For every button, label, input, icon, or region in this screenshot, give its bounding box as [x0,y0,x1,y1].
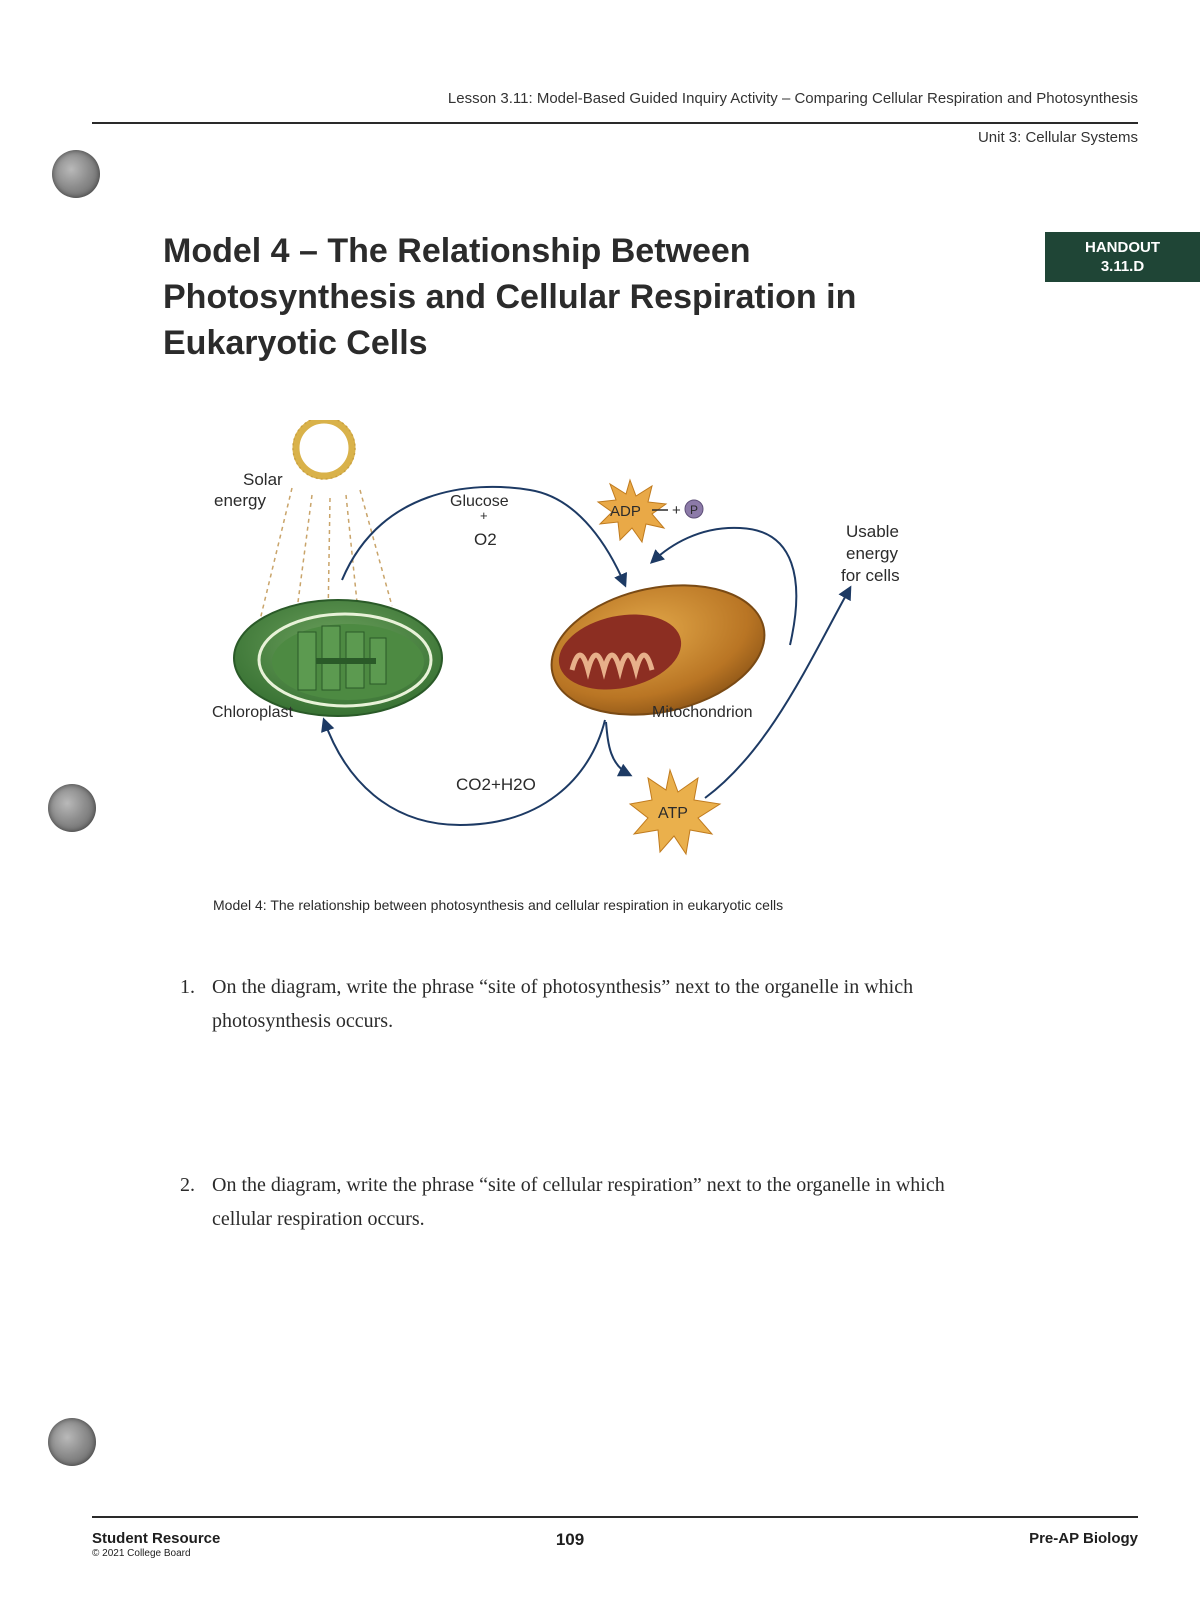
footer-resource: Student Resource © 2021 College Board [92,1530,220,1559]
binder-hole-bottom [48,1418,96,1466]
label-chloroplast: Chloroplast [212,704,293,721]
cycle-arrows [321,485,852,827]
label-co2-h2o: CO2+H2O [456,775,536,794]
question-2: 2. On the diagram, write the phrase “sit… [180,1168,980,1236]
question-2-text: On the diagram, write the phrase “site o… [212,1174,945,1230]
label-adp: ADP [610,503,641,520]
label-atp: ATP [658,805,688,822]
label-o2: O2 [474,530,497,549]
handout-badge: HANDOUT 3.11.D [1045,232,1200,282]
footer-resource-label: Student Resource [92,1530,221,1547]
header-unit: Unit 3: Cellular Systems [977,129,1138,146]
photosynthesis-respiration-diagram: Solar energy Glucose + O2 ADP + P Usable… [212,420,900,856]
label-adp-plus: + [672,502,681,519]
solar-rays [259,487,393,626]
question-1-text: On the diagram, write the phrase “site o… [212,976,914,1032]
label-solar-line1: Solar [243,470,283,489]
footer-copyright: © 2021 College Board [92,1548,191,1559]
header-lesson-title: Lesson 3.11: Model-Based Guided Inquiry … [447,90,1138,107]
label-solar-line2: energy [214,491,266,510]
footer-course: Pre-AP Biology [1029,1530,1138,1547]
handout-badge-label: HANDOUT [1085,239,1160,256]
question-1: 1. On the diagram, write the phrase “sit… [180,970,980,1038]
phosphate-icon [684,499,704,519]
binder-hole-top [52,150,100,198]
diagram-caption: Model 4: The relationship between photos… [213,897,784,913]
label-usable-line3: for cells [841,566,900,585]
label-phosphate: P [690,503,698,517]
handout-badge-number: 3.11.D [1100,258,1145,275]
sun-icon [292,420,356,480]
page-title: Model 4 – The Relationship Between Photo… [163,232,857,362]
mitochondrion-icon [550,584,766,716]
header-rule [92,122,1138,124]
label-usable-line2: energy [846,544,898,563]
adp-burst-icon [596,478,668,544]
chloroplast-icon [233,599,443,717]
page-number: 109 [555,1530,585,1549]
label-mitochondrion: Mitochondrion [652,704,753,721]
binder-hole-middle [48,784,96,832]
label-glucose-plus: + [480,508,488,523]
label-usable-line1: Usable [846,522,899,541]
label-glucose: Glucose [450,493,509,510]
footer-rule [92,1516,1138,1518]
atp-burst-icon [628,768,722,856]
question-1-number: 1. [180,976,195,998]
question-2-number: 2. [180,1174,195,1196]
